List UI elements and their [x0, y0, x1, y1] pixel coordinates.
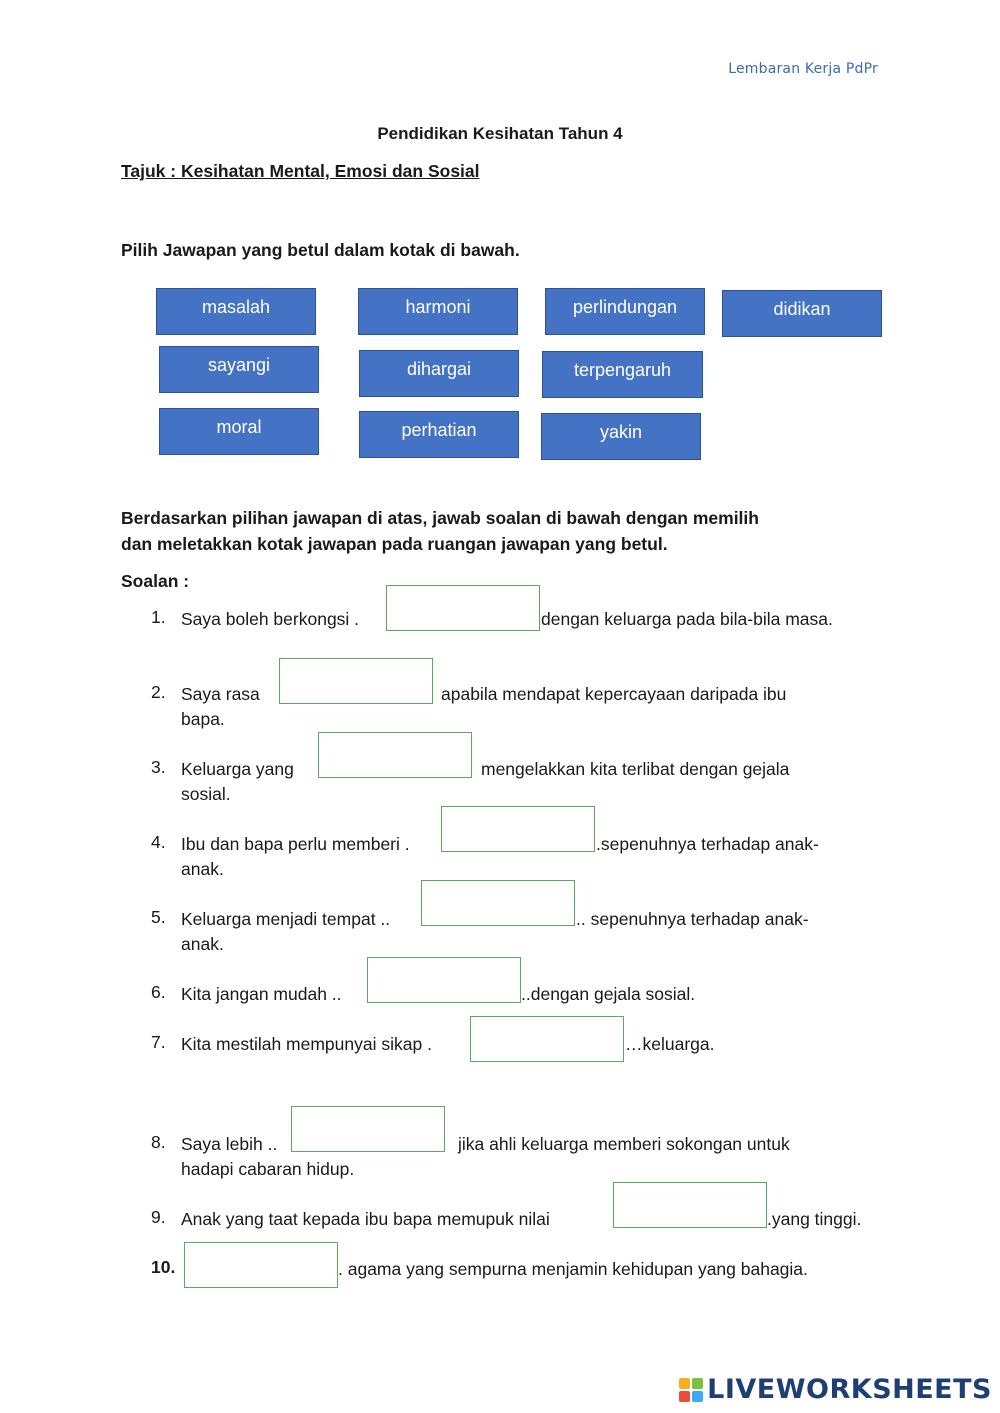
- answer-chip-moral[interactable]: moral: [159, 408, 319, 455]
- question-text-after: …keluarga.: [625, 1034, 715, 1054]
- liveworksheets-logo: LIVEWORKSHEETS: [679, 1374, 992, 1405]
- answer-drop-box-9[interactable]: [613, 1182, 767, 1228]
- question-text-before: Kita jangan mudah ..: [181, 984, 342, 1004]
- question-number: 5.: [151, 907, 166, 927]
- question-text-before: Keluarga yang: [181, 759, 294, 779]
- answer-chip-harmoni[interactable]: harmoni: [358, 288, 518, 335]
- logo-grid-icon: [679, 1377, 704, 1402]
- question-text-after: apabila mendapat kepercayaan daripada ib…: [441, 684, 787, 704]
- answer-chip-masalah[interactable]: masalah: [156, 288, 316, 335]
- question-text-after: dengan keluarga pada bila-bila masa.: [541, 609, 833, 629]
- worksheet-header-note: Lembaran Kerja PdPr: [728, 61, 878, 77]
- answer-drop-box-8[interactable]: [291, 1106, 445, 1152]
- answer-drop-box-6[interactable]: [367, 957, 521, 1003]
- answer-chip-dihargai[interactable]: dihargai: [359, 350, 519, 397]
- answer-chip-didikan[interactable]: didikan: [722, 290, 882, 337]
- question-number: 9.: [151, 1207, 166, 1227]
- question-text-continued: anak.: [181, 859, 224, 879]
- question-text-after: .yang tinggi.: [767, 1209, 862, 1229]
- instruction-answer-line-2: dan meletakkan kotak jawapan pada ruanga…: [121, 534, 668, 554]
- question-text-continued: bapa.: [181, 709, 225, 729]
- answer-drop-box-7[interactable]: [470, 1016, 624, 1062]
- question-number: 6.: [151, 982, 166, 1002]
- logo-square-4: [692, 1390, 704, 1402]
- question-text-continued: anak.: [181, 934, 224, 954]
- answer-chip-perlindungan[interactable]: perlindungan: [545, 288, 705, 335]
- answer-chip-sayangi[interactable]: sayangi: [159, 346, 319, 393]
- question-number: 2.: [151, 682, 166, 702]
- question-text-after: mengelakkan kita terlibat dengan gejala: [481, 759, 790, 779]
- question-number: 3.: [151, 757, 166, 777]
- answer-drop-box-1[interactable]: [386, 585, 540, 631]
- question-number: 7.: [151, 1032, 166, 1052]
- question-text-after: jika ahli keluarga memberi sokongan untu…: [458, 1134, 790, 1154]
- soalan-label: Soalan :: [121, 571, 190, 591]
- answer-drop-box-4[interactable]: [441, 806, 595, 852]
- instruction-answer-line-1: Berdasarkan pilihan jawapan di atas, jaw…: [121, 508, 759, 528]
- question-text-before: Kita mestilah mempunyai sikap .: [181, 1034, 432, 1054]
- question-text-before: Anak yang taat kepada ibu bapa memupuk n…: [181, 1209, 550, 1229]
- question-number: 8.: [151, 1132, 166, 1152]
- answer-drop-box-10[interactable]: [184, 1242, 338, 1288]
- logo-square-3: [679, 1390, 691, 1402]
- question-text-before: Ibu dan bapa perlu memberi .: [181, 834, 410, 854]
- question-text-after: ..dengan gejala sosial.: [521, 984, 696, 1004]
- question-text-after: . agama yang sempurna menjamin kehidupan…: [338, 1259, 808, 1279]
- question-text-continued: sosial.: [181, 784, 231, 804]
- question-text-continued: hadapi cabaran hidup.: [181, 1159, 355, 1179]
- page-title: Pendidikan Kesihatan Tahun 4: [377, 124, 623, 143]
- brand-name: LIVEWORKSHEETS: [707, 1374, 992, 1405]
- answer-drop-box-5[interactable]: [421, 880, 575, 926]
- question-text-after: .sepenuhnya terhadap anak-: [596, 834, 819, 854]
- question-text-before: Saya boleh berkongsi .: [181, 609, 360, 629]
- question-text-after: .. sepenuhnya terhadap anak-: [576, 909, 809, 929]
- question-text-before: Saya rasa: [181, 684, 260, 704]
- logo-square-2: [692, 1377, 704, 1389]
- answer-chip-perhatian[interactable]: perhatian: [359, 411, 519, 458]
- answer-drop-box-3[interactable]: [318, 732, 472, 778]
- answer-chip-terpengaruh[interactable]: terpengaruh: [542, 351, 703, 398]
- instruction-choose: Pilih Jawapan yang betul dalam kotak di …: [121, 240, 520, 260]
- question-number: 4.: [151, 832, 166, 852]
- question-text-before: Keluarga menjadi tempat ..: [181, 909, 391, 929]
- question-number: 10.: [151, 1257, 176, 1277]
- logo-square-1: [679, 1377, 691, 1389]
- topic-heading: Tajuk : Kesihatan Mental, Emosi dan Sosi…: [121, 161, 480, 181]
- answer-drop-box-2[interactable]: [279, 658, 433, 704]
- question-text-before: Saya lebih ..: [181, 1134, 278, 1154]
- answer-chip-yakin[interactable]: yakin: [541, 413, 701, 460]
- question-number: 1.: [151, 607, 166, 627]
